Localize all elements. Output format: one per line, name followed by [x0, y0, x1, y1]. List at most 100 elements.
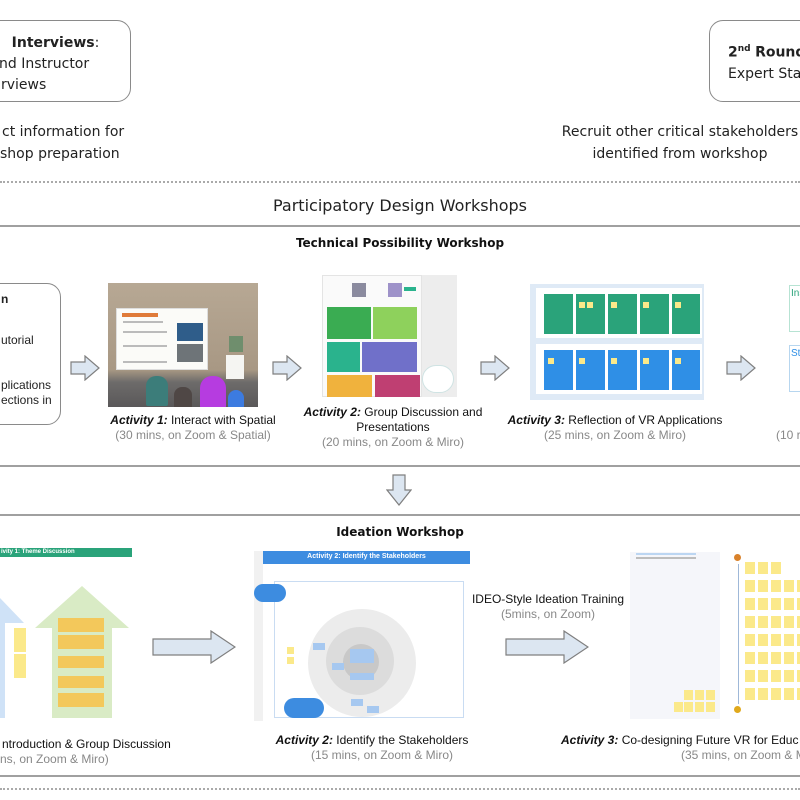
section-title: Participatory Design Workshops — [272, 196, 528, 215]
sticky-note — [745, 598, 755, 610]
sticky-note — [797, 688, 800, 700]
round-title: Round — [755, 44, 800, 61]
bottom-dotted-separator — [0, 788, 800, 790]
sticky-note — [771, 652, 781, 664]
sticky-note — [758, 688, 768, 700]
recruit-caption-line1: Recruit other critical stakeholders — [561, 124, 799, 140]
cloud-note — [254, 584, 286, 602]
activity-name: ntroduction & Group Discussion — [2, 737, 171, 751]
sticky-note — [758, 562, 768, 574]
top-dotted-separator — [0, 181, 800, 183]
sticky-note — [797, 616, 800, 628]
sticky-note — [758, 670, 768, 682]
miro-board-reflection — [530, 284, 704, 400]
activity-duration: (15 mins, on Zoom & Miro) — [310, 748, 454, 762]
board-stakeholders-header: Activity 2: Identify the Stakeholders — [307, 553, 426, 560]
miro-board-co-design — [630, 552, 800, 719]
activity-duration: ns, on Zoom & Miro) — [0, 752, 109, 766]
interviews-caption-line2: shop preparation — [0, 146, 120, 162]
technical-bottom-border — [0, 465, 800, 467]
ideation-top-border — [0, 514, 800, 516]
sticky-note — [771, 580, 781, 592]
bottom-marker-dot — [734, 706, 741, 713]
sticky-note — [771, 598, 781, 610]
sticky-note — [784, 616, 794, 628]
technical-intro-box: n utorial plications ections in — [0, 283, 61, 425]
activity-duration: (30 mins, on Zoom & Spatial) — [115, 428, 271, 442]
activity-label: Activity 3: — [507, 413, 565, 427]
sticky-note — [784, 634, 794, 646]
ideation-bottom-border — [0, 775, 800, 777]
sticky-note — [745, 670, 755, 682]
miro-board-insight-summary: Ins Str — [789, 285, 800, 397]
training-name: IDEO-Style Ideation Training — [471, 592, 625, 606]
sticky-note — [771, 688, 781, 700]
interviews-line3: rviews — [1, 77, 47, 93]
sticky-note — [797, 670, 800, 682]
activity-duration: (10 r — [776, 428, 800, 442]
sticky-note — [771, 670, 781, 682]
round-suffix: nd — [737, 44, 751, 54]
intro-line1: n — [1, 292, 9, 306]
activity-name: Co-designing Future VR for Educ — [618, 733, 799, 747]
up-arrow-graphic-blue — [0, 598, 24, 718]
activity-label: Activity 3: — [561, 733, 619, 747]
sticky-note — [784, 652, 794, 664]
sticky-note — [784, 598, 794, 610]
arrow-right-icon — [152, 630, 236, 664]
tech-activity-2-caption: Activity 2: Group Discussion and Present… — [293, 405, 493, 450]
board-strategy-label: Str — [791, 348, 800, 359]
sticky-note — [771, 634, 781, 646]
ideation-activity-2-caption: Activity 2: Identify the Stakeholders (1… — [258, 733, 486, 763]
sticky-note — [771, 616, 781, 628]
recruit-caption: Recruit other critical stakeholders iden… — [555, 121, 800, 165]
first-round-interviews-box: Interviews: nd Instructor rviews — [0, 20, 131, 102]
activity-name: Reflection of VR Applications — [564, 413, 723, 427]
intro-line4: ections in — [1, 393, 52, 407]
tech-activity-3-caption: Activity 3: Reflection of VR Application… — [505, 413, 725, 443]
sticky-note — [797, 598, 800, 610]
sticky-note — [745, 634, 755, 646]
round-number: 2 — [728, 44, 738, 61]
avatar — [200, 376, 226, 407]
interviews-caption: ct information for shop preparation — [0, 121, 125, 165]
interviews-line2: nd Instructor — [0, 56, 90, 72]
miro-board-theme-discussion: ivity 1: Theme Discussion — [0, 548, 132, 723]
sticky-note — [745, 688, 755, 700]
arrow-right-icon — [272, 355, 302, 381]
interviews-caption-line1: ct information for — [2, 124, 125, 140]
second-round-box: 2nd Round Expert Sta — [709, 20, 800, 102]
sticky-note — [797, 580, 800, 592]
sticky-note — [745, 580, 755, 592]
ideation-workshop-title: Ideation Workshop — [336, 525, 464, 539]
sticky-note — [745, 616, 755, 628]
ideation-activity-3-caption: Activity 3: Co-designing Future VR for E… — [561, 733, 800, 763]
spatial-vr-screenshot — [108, 283, 258, 407]
training-duration: (5mins, on Zoom) — [500, 607, 596, 621]
board-theme-header: ivity 1: Theme Discussion — [1, 549, 75, 555]
activity-label: Activity 2: — [303, 405, 361, 419]
board-insight-label: Ins — [791, 288, 800, 299]
arrow-right-icon — [726, 355, 756, 381]
top-marker-dot — [734, 554, 741, 561]
activity-duration: (25 mins, on Zoom & Miro) — [543, 428, 687, 442]
activity-duration: (20 mins, on Zoom & Miro) — [321, 435, 465, 449]
sticky-note — [745, 652, 755, 664]
sticky-note — [784, 670, 794, 682]
sticky-note — [797, 652, 800, 664]
ideation-training-caption: IDEO-Style Ideation Training (5mins, on … — [468, 592, 628, 622]
arrow-down-icon — [386, 474, 412, 506]
sticky-note — [784, 580, 794, 592]
round-line2: Expert Sta — [728, 65, 800, 82]
arrow-right-icon — [480, 355, 510, 381]
activity-name: Group Discussion and Presentations — [356, 405, 483, 434]
activity-name: Interact with Spatial — [167, 413, 276, 427]
interviews-title: Interviews — [11, 35, 95, 51]
activity-label: Activity 2: — [275, 733, 333, 747]
intro-line3: plications — [1, 378, 52, 392]
sticky-note — [758, 616, 768, 628]
sticky-note — [784, 688, 794, 700]
recruit-caption-line2: identified from workshop — [592, 146, 768, 162]
sticky-note — [797, 634, 800, 646]
sticky-note — [758, 598, 768, 610]
